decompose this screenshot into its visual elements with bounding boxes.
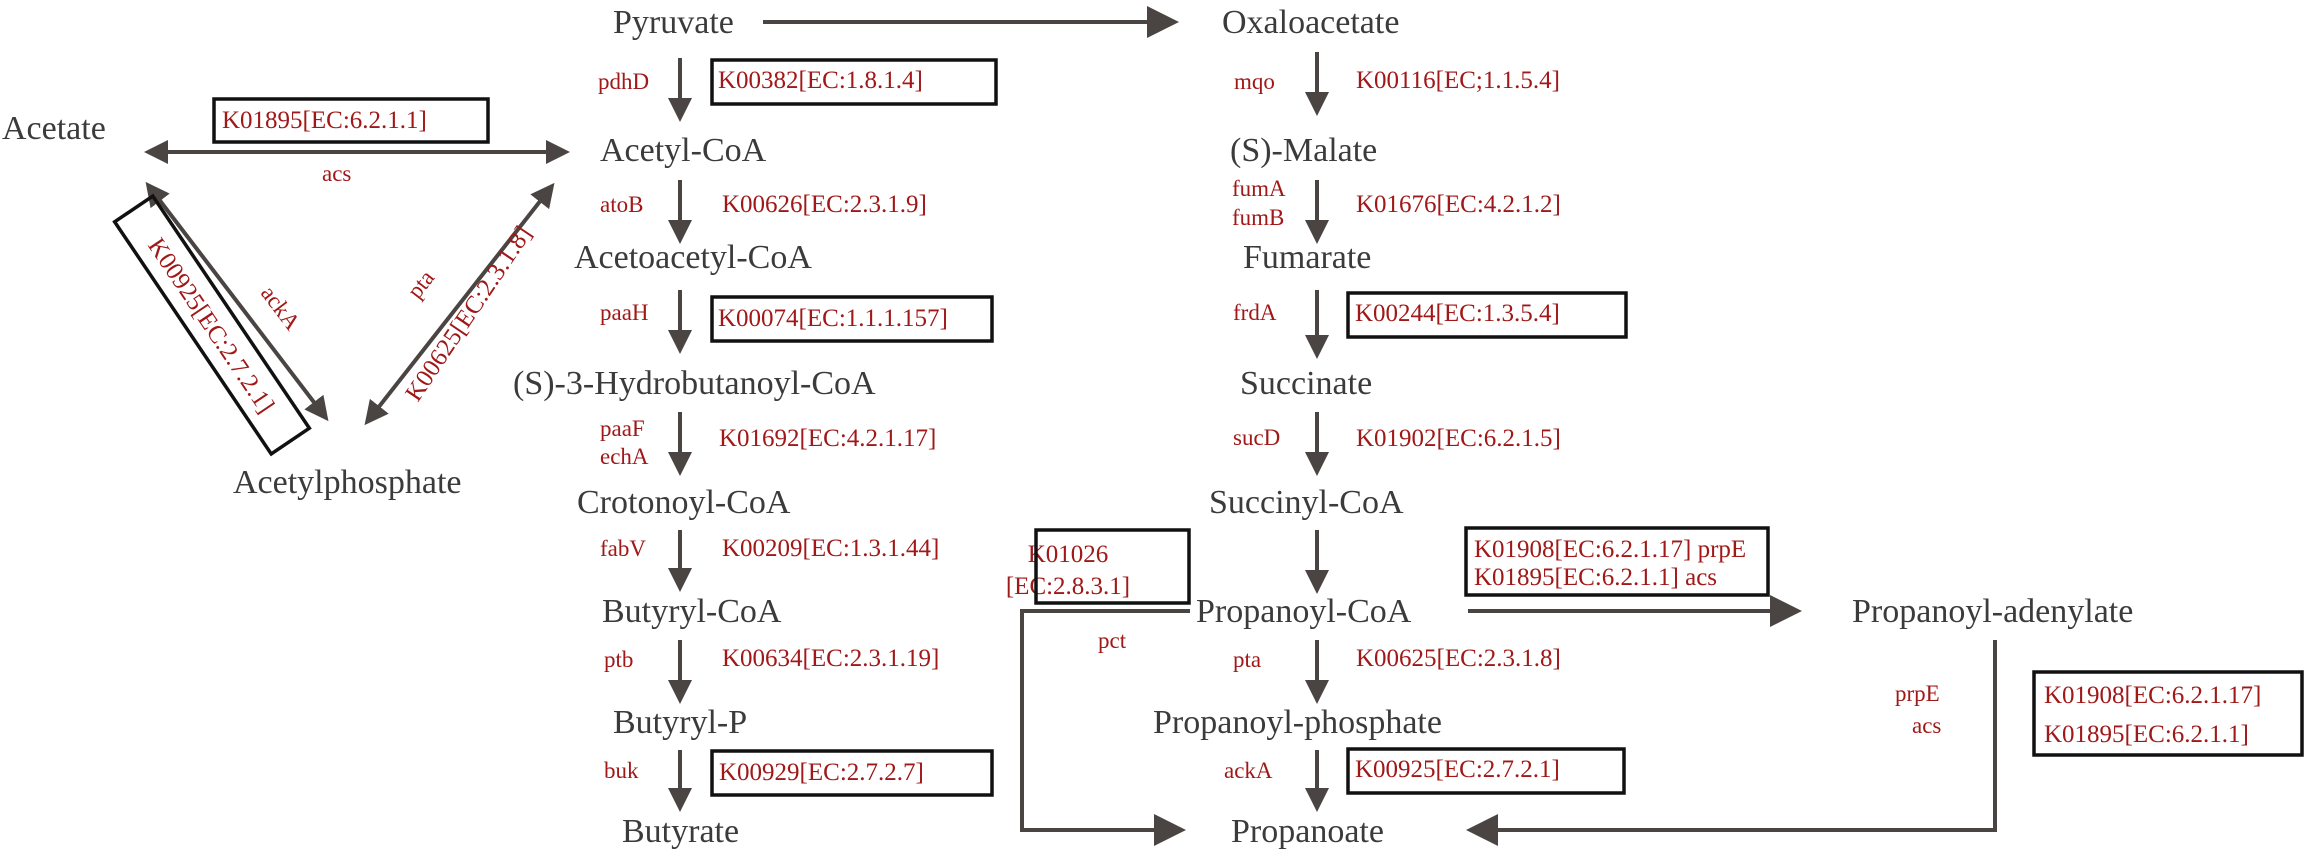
enzyme-mqo: K00116[EC;1.1.5.4] bbox=[1356, 67, 1560, 94]
metabolite-crotonoyl-coa: Crotonoyl-CoA bbox=[577, 484, 791, 521]
enzyme-ptb: K00634[EC:2.3.1.19] bbox=[722, 645, 939, 672]
gene-pdhD: pdhD bbox=[598, 69, 649, 94]
metabolite-propanoyl-coa: Propanoyl-CoA bbox=[1196, 593, 1412, 630]
enzyme-box-ackA-acetate bbox=[112, 193, 312, 457]
enzyme-prpE-right-1: K01908[EC:6.2.1.17] bbox=[2044, 682, 2261, 709]
enzyme-ackA-acetate: K00925[EC:2.7.2.1] bbox=[142, 233, 279, 418]
enzyme-pdhD: K00382[EC:1.8.1.4] bbox=[718, 67, 923, 94]
gene-pta-acetate: pta bbox=[402, 266, 439, 304]
gene-echA: echA bbox=[600, 444, 649, 469]
enzyme-pct-line1: K01026 bbox=[1028, 541, 1109, 568]
enzyme-acs-acetate: K01895[EC:6.2.1.1] bbox=[222, 107, 427, 134]
gene-pta-propanoyl: pta bbox=[1233, 647, 1261, 672]
enzyme-ackA-propanoyl: K00925[EC:2.7.2.1] bbox=[1355, 756, 1560, 783]
arrow-adenylate-propanoate bbox=[1466, 640, 1997, 846]
gene-ackA-acetate: ackA bbox=[256, 281, 305, 335]
arrow-pct-propanoate bbox=[1020, 609, 1190, 846]
metabolite-acetate: Acetate bbox=[2, 110, 106, 147]
enzyme-box-frdA bbox=[1346, 291, 1628, 339]
enzyme-fabV: K00209[EC:1.3.1.44] bbox=[722, 535, 939, 562]
metabolite-pyruvate: Pyruvate bbox=[613, 4, 734, 41]
enzyme-prp-line2: K01895[EC:6.2.1.1] acs bbox=[1474, 564, 1717, 591]
gene-prpE: prpE bbox=[1895, 681, 1940, 706]
enzyme-prpE-right-2: K01895[EC:6.2.1.1] bbox=[2044, 721, 2249, 748]
enzyme-buk: K00929[EC:2.7.2.7] bbox=[719, 759, 924, 786]
gene-fumB: fumB bbox=[1232, 205, 1284, 230]
metabolite-succinate: Succinate bbox=[1240, 365, 1372, 402]
metabolite-acetylphosphate: Acetylphosphate bbox=[233, 464, 462, 501]
gene-acs-propanoyl: acs bbox=[1912, 713, 1941, 738]
gene-paaF: paaF bbox=[600, 416, 645, 441]
metabolite-propanoate: Propanoate bbox=[1231, 813, 1384, 850]
gene-atoB: atoB bbox=[600, 192, 643, 217]
enzyme-fum: K01676[EC:4.2.1.2] bbox=[1356, 191, 1561, 218]
enzyme-pct-line2: [EC:2.8.3.1] bbox=[1006, 573, 1130, 600]
enzyme-box-ackA-propanoyl bbox=[1346, 747, 1626, 795]
enzyme-box-paaH bbox=[710, 295, 994, 343]
enzyme-box-prpE-right bbox=[2032, 670, 2304, 757]
enzyme-box-buk bbox=[710, 749, 994, 797]
enzyme-frdA: K00244[EC:1.3.5.4] bbox=[1355, 300, 1560, 327]
gene-ackA-propanoyl: ackA bbox=[1224, 758, 1273, 783]
arrow-acetyl-coa-acetylphosphate bbox=[364, 182, 555, 426]
gene-fumA: fumA bbox=[1232, 176, 1286, 201]
metabolite-hydrobutanoyl-coa: (S)-3-Hydrobutanoyl-CoA bbox=[513, 365, 876, 402]
enzyme-box-prp bbox=[1464, 526, 1770, 597]
metabolite-butyryl-p: Butyryl-P bbox=[613, 704, 747, 741]
gene-ptb: ptb bbox=[604, 647, 633, 672]
gene-acs-acetate: acs bbox=[322, 161, 351, 186]
gene-frdA: frdA bbox=[1233, 300, 1277, 325]
enzyme-box-pct bbox=[1034, 528, 1191, 605]
enzyme-prp-line1: K01908[EC:6.2.1.17] prpE bbox=[1474, 536, 1746, 563]
metabolite-butyryl-coa: Butyryl-CoA bbox=[602, 593, 782, 630]
metabolite-fumarate: Fumarate bbox=[1243, 239, 1371, 276]
enzyme-atoB: K00626[EC:2.3.1.9] bbox=[722, 191, 927, 218]
metabolite-acetoacetyl-coa: Acetoacetyl-CoA bbox=[574, 239, 812, 276]
arrow-acetate-acetylphosphate bbox=[145, 181, 329, 422]
gene-pct: pct bbox=[1098, 628, 1127, 653]
metabolite-malate: (S)-Malate bbox=[1230, 132, 1377, 169]
metabolite-propanoyl-phosphate: Propanoyl-phosphate bbox=[1153, 704, 1442, 741]
enzyme-box-acs-acetate bbox=[212, 97, 490, 144]
enzyme-paaF: K01692[EC:4.2.1.17] bbox=[719, 425, 936, 452]
metabolite-succinyl-coa: Succinyl-CoA bbox=[1209, 484, 1404, 521]
enzyme-paaH: K00074[EC:1.1.1.157] bbox=[718, 305, 948, 332]
gene-fabV: fabV bbox=[600, 536, 646, 561]
enzyme-sucD: K01902[EC:6.2.1.5] bbox=[1356, 425, 1561, 452]
gene-sucD: sucD bbox=[1233, 425, 1280, 450]
metabolite-acetyl-coa: Acetyl-CoA bbox=[600, 132, 767, 169]
enzyme-box-pdhD bbox=[710, 58, 998, 106]
metabolite-oxaloacetate: Oxaloacetate bbox=[1222, 4, 1399, 41]
metabolite-propanoyl-adenylate: Propanoyl-adenylate bbox=[1852, 593, 2133, 630]
gene-mqo: mqo bbox=[1234, 69, 1275, 94]
enzyme-pta-propanoyl: K00625[EC:2.3.1.8] bbox=[1356, 645, 1561, 672]
gene-paaH: paaH bbox=[600, 300, 649, 325]
metabolite-butyrate: Butyrate bbox=[622, 813, 739, 850]
gene-buk: buk bbox=[604, 758, 639, 783]
